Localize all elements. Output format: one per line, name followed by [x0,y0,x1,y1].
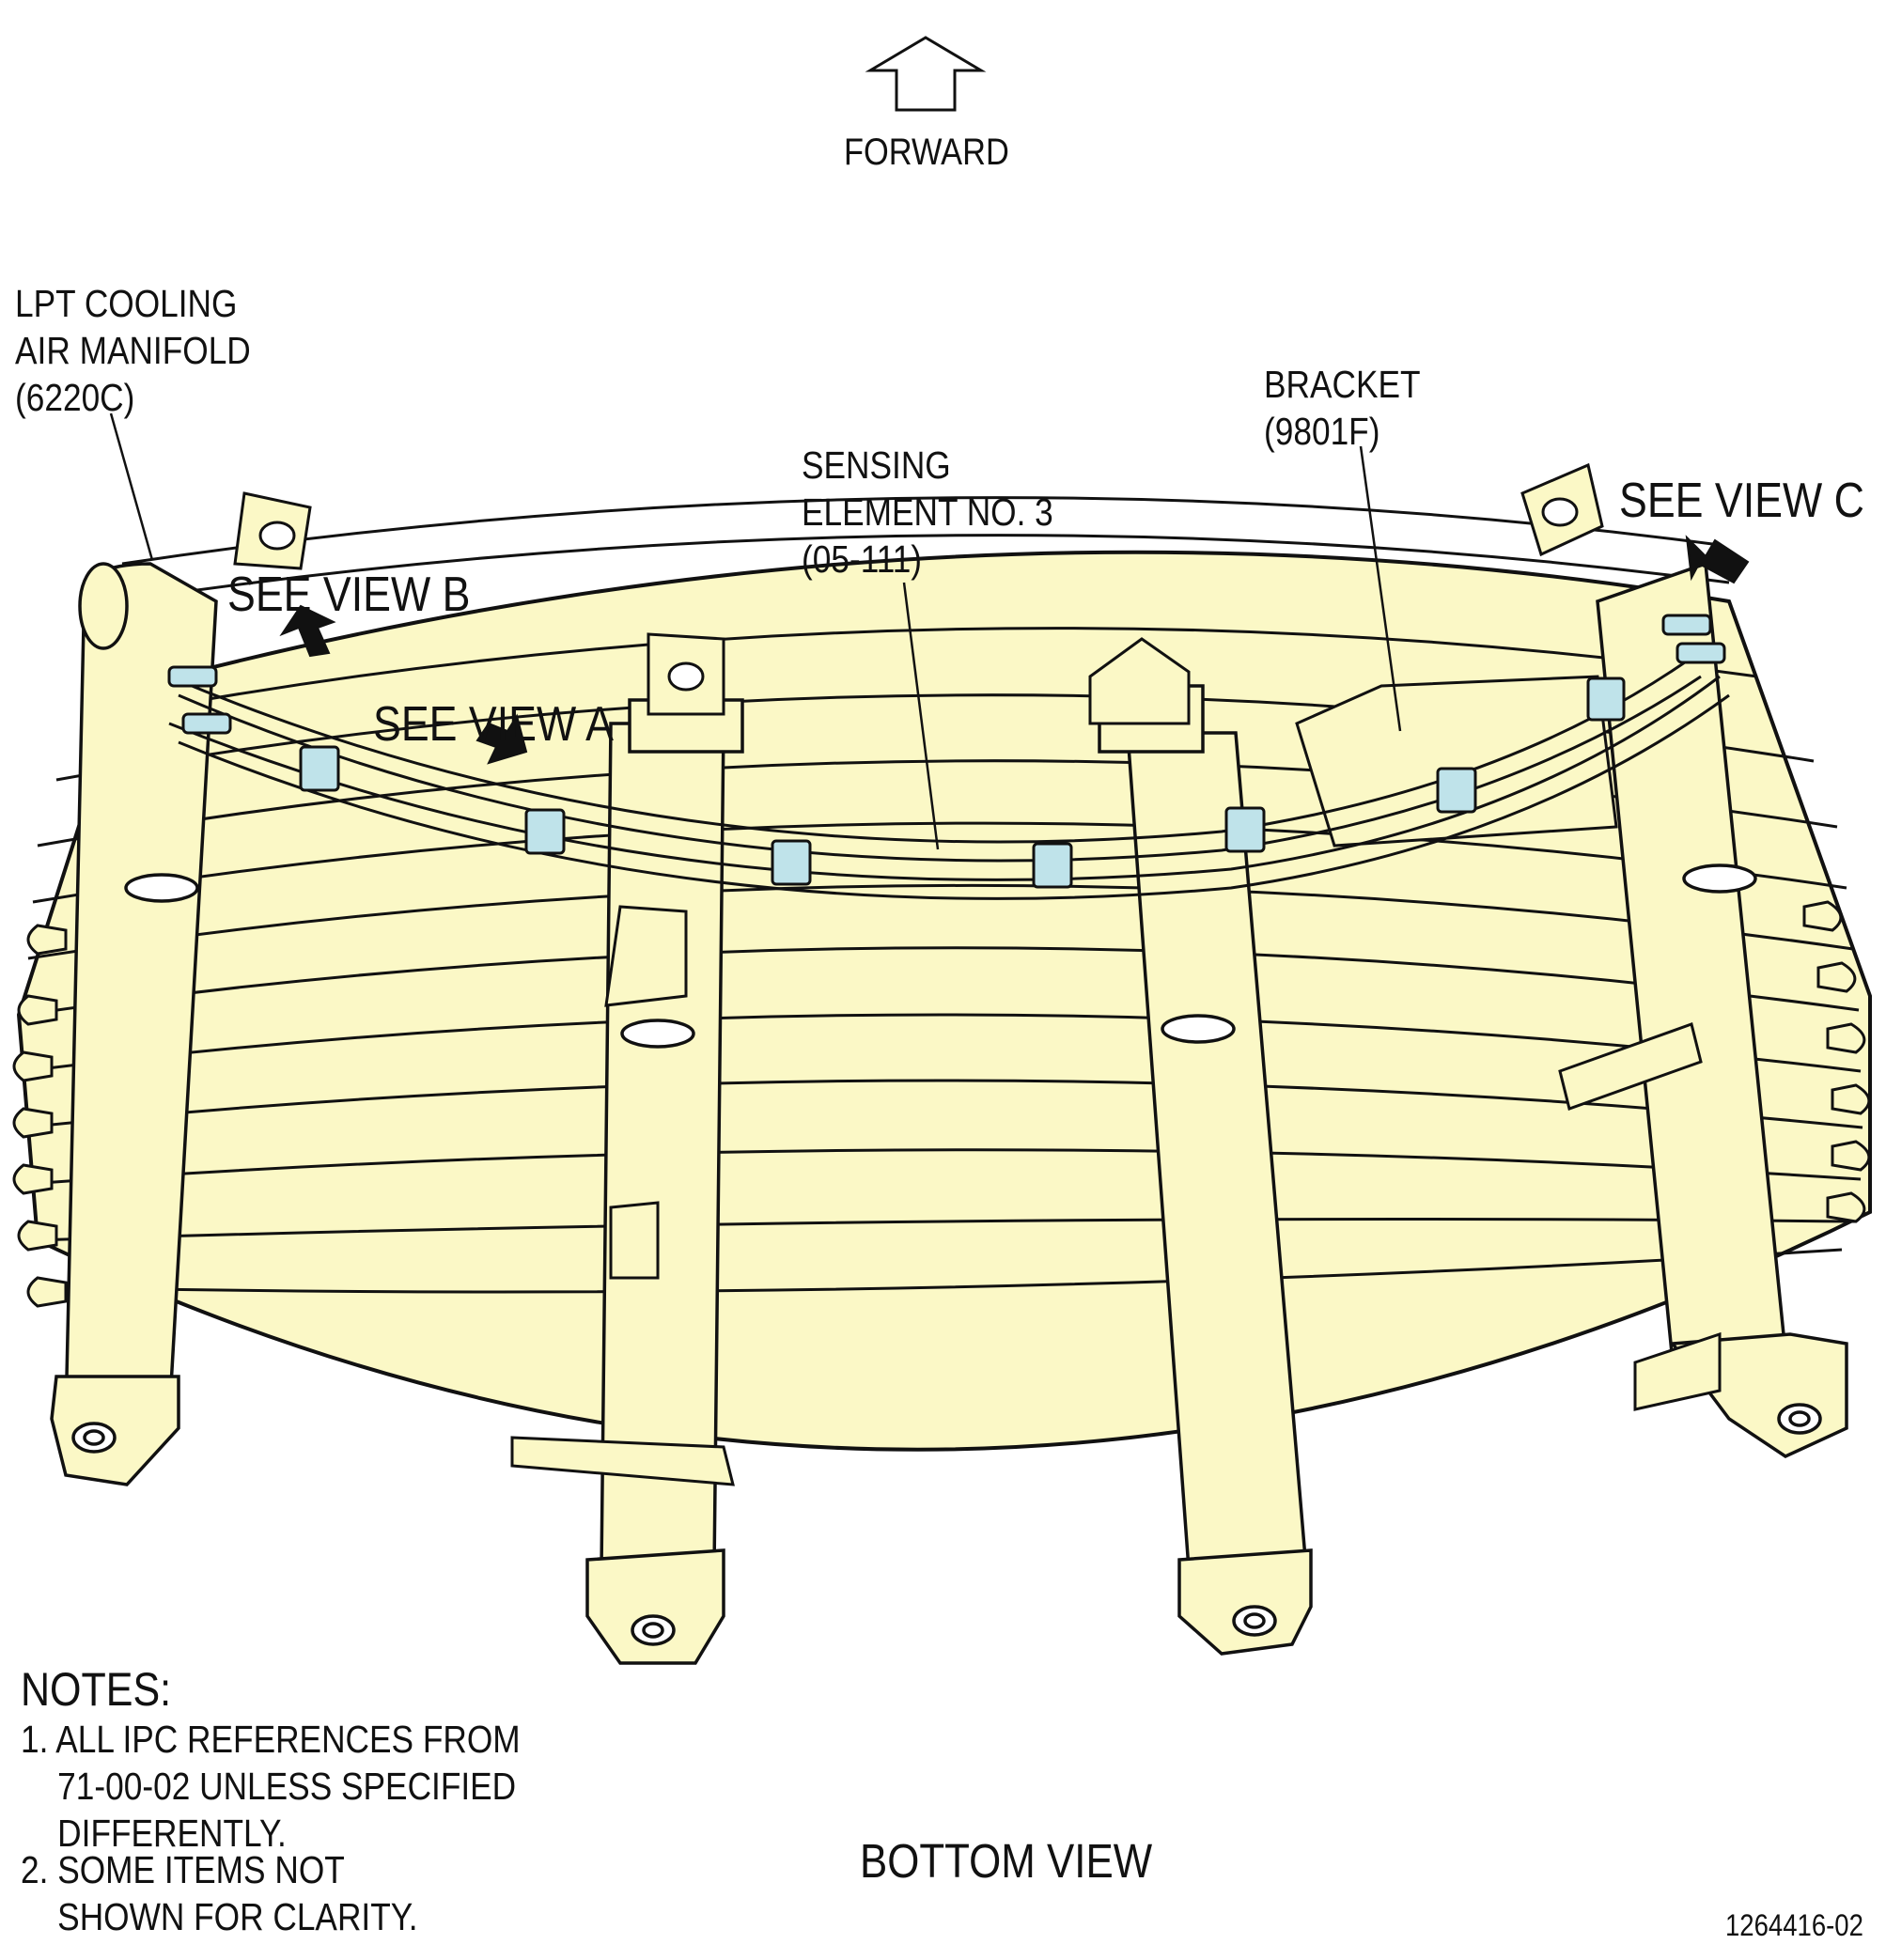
lpt-manifold-tube-2 [585,698,744,1665]
bracket-callout: BRACKET (9801F) [1264,363,1421,454]
see-view-a-label: SEE VIEW A [373,697,614,752]
forward-arrow-icon [865,36,987,112]
left-flange-ribs [12,924,68,1308]
forward-label: FORWARD [844,132,1009,173]
lpt-cooling-air-manifold-callout: LPT COOLING AIR MANIFOLD (6220C) [15,282,251,420]
see-view-c-label: SEE VIEW C [1619,474,1864,528]
see-view-b-label: SEE VIEW B [227,568,471,622]
note-2: 2. SOME ITEMS NOT SHOWN FOR CLARITY. [21,1848,418,1939]
right-flange-ribs [1802,900,1871,1223]
note-1: 1. ALL IPC REFERENCES FROM 71-00-02 UNLE… [21,1718,521,1856]
cable-connectors [167,614,1726,735]
view-arrows [279,535,1750,765]
figure-number: 1264416-02 [1725,1908,1863,1942]
cable-clamps [299,677,1626,889]
sensing-element-callout: SENSING ELEMENT NO. 3 (05-111) [802,443,1053,582]
sensing-element-cable [168,656,1730,900]
mounting-pads [233,462,1604,725]
view-title: BOTTOM VIEW [860,1834,1153,1888]
leader-lines [109,412,1402,850]
lpt-manifold-tube-1 [50,562,218,1486]
notes-heading: NOTES: [21,1663,172,1716]
